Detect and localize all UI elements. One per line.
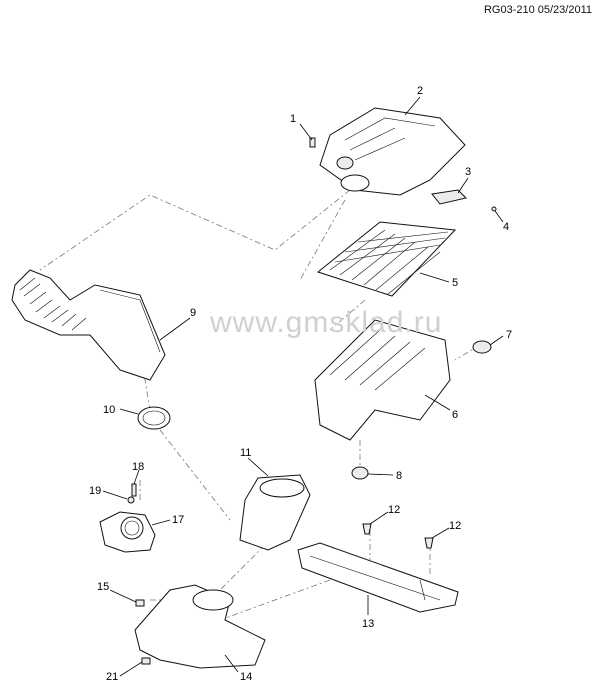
part-clamp — [137, 406, 171, 430]
callout-4: 4 — [503, 221, 509, 233]
part-sensor — [431, 189, 467, 205]
callout-7: 7 — [506, 329, 512, 341]
callout-6: 6 — [452, 409, 458, 421]
part-grommet-7 — [472, 340, 492, 354]
part-bolt-1 — [309, 137, 316, 148]
callout-14: 14 — [240, 671, 252, 683]
callout-17: 17 — [172, 514, 184, 526]
part-air-filter — [316, 221, 457, 297]
part-screw-18 — [131, 483, 137, 497]
leader-lines — [102, 96, 504, 677]
callout-8: 8 — [396, 470, 402, 482]
assembly-lines — [39, 189, 481, 621]
callout-13: 13 — [362, 618, 374, 630]
part-push-pin-12b — [424, 537, 434, 549]
part-resonator — [239, 474, 311, 551]
part-bolt-15 — [135, 599, 145, 607]
callout-1: 1 — [290, 113, 296, 125]
part-throttle-body — [99, 511, 156, 553]
callout-12b: 12 — [449, 520, 461, 532]
part-deflector — [297, 542, 459, 613]
callout-labels: 1 2 3 4 5 6 7 8 9 10 11 12 12 13 14 15 1… — [89, 85, 512, 683]
callout-3: 3 — [465, 166, 471, 178]
part-bolt-21 — [141, 657, 151, 665]
watermark: www.gmsklad.ru — [210, 306, 443, 339]
callout-21: 21 — [106, 671, 118, 683]
part-screw-4 — [491, 206, 497, 212]
callout-2: 2 — [417, 85, 423, 97]
callout-12a: 12 — [388, 504, 400, 516]
document-id: RG03-210 05/23/2011 — [483, 4, 592, 16]
callout-19: 19 — [89, 485, 101, 497]
part-washer-19 — [127, 496, 135, 504]
callout-15: 15 — [97, 581, 109, 593]
part-lower-housing — [314, 319, 451, 441]
part-grommet-8 — [351, 466, 369, 480]
part-push-pin-12a — [362, 523, 372, 535]
part-upper-housing — [319, 107, 466, 196]
callout-18: 18 — [132, 461, 144, 473]
callout-9: 9 — [190, 307, 196, 319]
callout-10: 10 — [103, 404, 115, 416]
part-lower-duct — [134, 584, 266, 669]
callout-11: 11 — [240, 447, 251, 459]
callout-5: 5 — [452, 277, 458, 289]
part-intake-duct — [11, 269, 166, 381]
